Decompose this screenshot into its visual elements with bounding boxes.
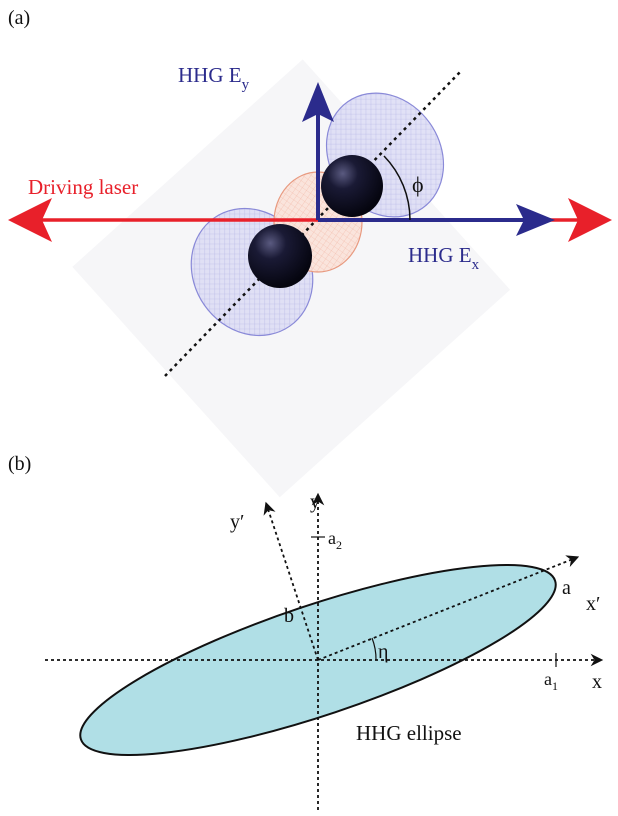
panel-a-label: (a) <box>8 7 30 29</box>
phi-angle-arc <box>383 155 411 221</box>
panel-b: (b) y x x′ y′ a b a1 a2 η HHG ellipse <box>8 453 604 810</box>
driving-laser-label: Driving laser <box>28 175 138 199</box>
atom-lower <box>248 224 312 288</box>
eta-angle-arc <box>371 637 377 661</box>
x-axis-label: x <box>592 671 602 693</box>
phi-label: ϕ <box>412 172 424 197</box>
panel-b-label: (b) <box>8 453 31 475</box>
eta-label: η <box>378 641 388 663</box>
hhg-ellipse-label: HHG ellipse <box>356 721 462 745</box>
hhg-ex-label: HHG Ex <box>408 243 480 273</box>
panel-a: (a) ϕ <box>8 7 612 498</box>
a2-label: a2 <box>328 528 342 552</box>
hhg-ey-arrowhead <box>302 82 334 122</box>
y-prime-axis-label: y′ <box>230 511 244 533</box>
semi-major-label: a <box>562 577 571 599</box>
atom-upper <box>321 155 383 217</box>
hhg-ex-arrowhead <box>516 204 555 236</box>
hhg-ey-label: HHG Ey <box>178 63 250 93</box>
semi-minor-label: b <box>284 605 294 627</box>
hhg-axes <box>302 82 555 236</box>
molecular-axis-dashed <box>164 69 463 377</box>
x-prime-axis <box>317 555 580 661</box>
x-prime-axis-label: x′ <box>586 593 600 615</box>
y-axis-label: y <box>310 491 320 513</box>
a1-label: a1 <box>544 669 558 693</box>
